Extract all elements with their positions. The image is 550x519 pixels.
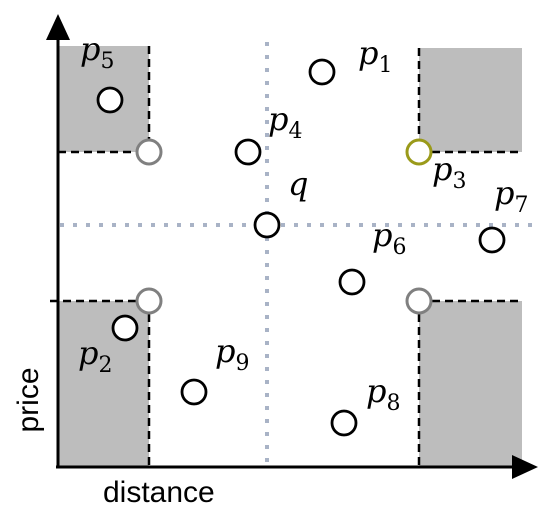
dashed-boundaries (50, 46, 522, 467)
label-p1: p1 (358, 34, 392, 78)
point-p9 (180, 378, 208, 406)
y-axis-label: price (12, 367, 45, 432)
label-p9: p9 (215, 332, 249, 376)
corner-circle-bottom-right (405, 287, 433, 315)
label-p7: p7 (494, 174, 528, 218)
point-p6 (338, 268, 366, 296)
x-axis-label: distance (103, 476, 215, 509)
label-p4: p4 (268, 100, 302, 144)
label-p2: p2 (78, 334, 112, 378)
label-q: q (288, 165, 308, 203)
point-p2 (111, 314, 139, 342)
x-axis-arrowhead (512, 455, 538, 479)
label-p6: p6 (372, 216, 406, 260)
point-q (253, 211, 281, 239)
label-p8: p8 (366, 372, 400, 416)
point-p8 (330, 409, 358, 437)
shaded-region-bottom-right (419, 301, 522, 467)
point-p3 (405, 138, 433, 166)
label-p3: p3 (432, 150, 466, 194)
point-p1 (308, 58, 336, 86)
point-p5 (96, 86, 124, 114)
point-p4 (234, 138, 262, 166)
corner-circle-bottom-left (135, 287, 163, 315)
label-p5: p5 (80, 30, 114, 74)
y-axis-arrowhead (46, 14, 70, 40)
point-p7 (478, 226, 506, 254)
corner-circle-top-left (135, 138, 163, 166)
shaded-region-top-right (419, 48, 522, 152)
